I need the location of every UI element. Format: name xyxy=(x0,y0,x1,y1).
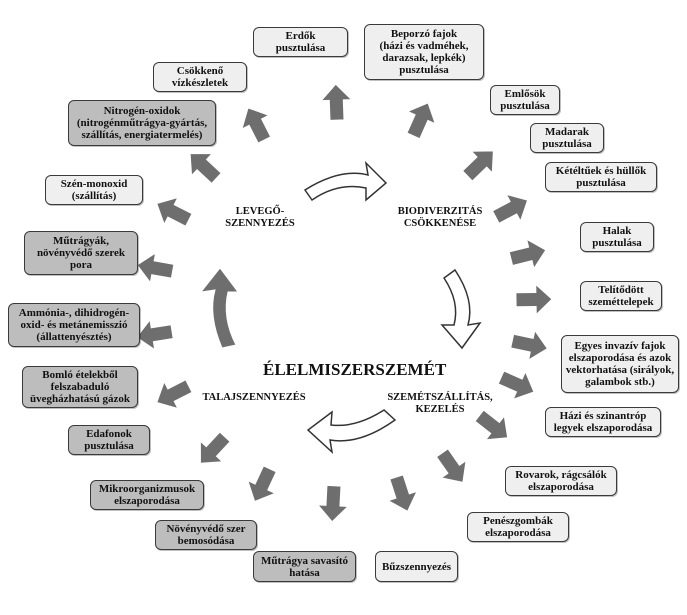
box-hazi-legyek: Házi és szinantróp legyek elszaporodása xyxy=(545,407,661,437)
outward-arrow-icon xyxy=(515,283,553,316)
box-bomlo-etelek: Bomló ételekből felszabaduló üvegházhatá… xyxy=(22,366,138,408)
outward-arrow-icon xyxy=(156,196,193,227)
box-invaziv-fajok: Egyes invazív fajok elszaporodása és azo… xyxy=(561,335,679,393)
box-rovarok-ragcsalok: Rovarok, rágcsálók elszaporodása xyxy=(505,466,617,496)
box-nitrogen-oxidok: Nitrogén-oxidok (nitrogénműtrágya-gyártá… xyxy=(68,100,216,146)
box-keteltuek: Kétéltűek és hüllők pusztulása xyxy=(545,162,657,192)
outward-arrow-icon xyxy=(156,379,193,410)
box-halak: Halak pusztulása xyxy=(580,222,654,252)
outward-arrow-icon xyxy=(136,251,175,284)
box-emlosok: Emlősök pusztulása xyxy=(490,85,560,115)
outward-arrow-icon xyxy=(199,431,231,464)
label-soil-pollution: TALAJSZENNYEZÉS xyxy=(202,392,306,403)
outward-arrow-icon xyxy=(387,474,418,512)
box-csokkeno-vizkeszletek: Csökkenő vízkészletek xyxy=(153,62,247,92)
outward-arrow-icon xyxy=(508,238,547,270)
outward-arrow-icon xyxy=(491,193,529,224)
outward-arrow-icon xyxy=(241,107,272,144)
box-beporzo-fajok: Beporzó fajok (házi és vadméhek, darazsa… xyxy=(364,24,484,80)
box-buzszennyezes: Bűzszennyezés xyxy=(375,551,458,582)
outward-arrow-icon xyxy=(474,409,509,441)
arrow-transport-to-soil-icon xyxy=(306,409,397,455)
box-edafonok: Edafonok pusztulása xyxy=(68,425,150,455)
landfill-photo xyxy=(262,220,458,336)
box-mutragyak: Műtrágyák, növényvédő szerek pora xyxy=(24,231,138,275)
outward-arrow-icon xyxy=(135,318,174,351)
box-mikroorganizmusok: Mikroorganizmusok elszaporodása xyxy=(90,480,204,510)
arrow-soil-to-air-icon xyxy=(199,267,239,349)
outward-arrow-icon xyxy=(510,329,549,361)
outward-arrow-icon xyxy=(406,102,437,140)
page-title: ÉLELMISZERSZEMÉT xyxy=(263,360,447,379)
outward-arrow-icon xyxy=(316,484,350,523)
box-peneszgombak: Penészgombák elszaporodása xyxy=(467,512,569,542)
box-mutragya-savasito: Műtrágya savasító hatása xyxy=(253,551,356,582)
box-erdok: Erdők pusztulása xyxy=(253,27,348,57)
arrow-air-to-biodiversity-icon xyxy=(303,160,388,202)
outward-arrow-icon xyxy=(435,448,467,483)
box-ammonia: Ammónia-, dihidrogén- oxid- és metánemis… xyxy=(8,303,140,347)
label-air-pollution: LEVEGŐ- SZENNYEZÉS xyxy=(225,206,295,229)
outward-arrow-icon xyxy=(320,83,353,121)
outward-arrow-icon xyxy=(189,153,222,185)
box-telitodott-szemettelepek: Telítődött szeméttelepek xyxy=(580,281,662,311)
label-biodiversity: BIODIVERZITÁS CSÖKKENÉSE xyxy=(397,206,483,229)
outward-arrow-icon xyxy=(497,370,535,401)
box-madarak: Madarak pusztulása xyxy=(530,123,604,153)
box-szen-monoxid: Szén-monoxid (szállítás) xyxy=(45,175,143,205)
outward-arrow-icon xyxy=(247,465,277,503)
outer-arrows xyxy=(135,83,553,523)
outward-arrow-icon xyxy=(461,150,494,182)
label-waste-transport: SZEMÉTSZÁLLÍTÁS, KEZELÉS xyxy=(387,392,493,415)
box-novenyvedo-szer: Növényvédő szer bemosódása xyxy=(155,520,257,550)
